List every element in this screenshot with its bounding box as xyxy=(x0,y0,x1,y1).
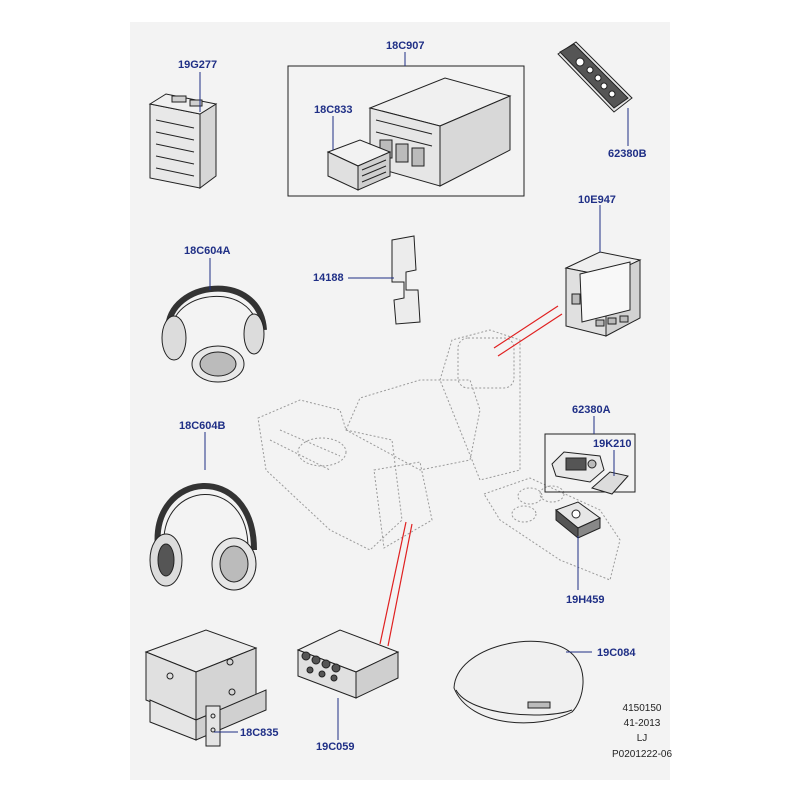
seat-ghost-outline xyxy=(257,329,521,551)
mounting-frame xyxy=(144,629,267,747)
headphones-b xyxy=(149,483,257,591)
part-label-18c604a: 18C604A xyxy=(184,245,231,257)
part-label-19g277: 19G277 xyxy=(178,59,218,71)
dvd-magazine xyxy=(326,139,392,191)
part-label-19c084: 19C084 xyxy=(597,647,636,659)
part-label-62380b: 62380B xyxy=(608,148,647,160)
console-control-unit xyxy=(555,501,601,540)
connector-module xyxy=(296,629,400,699)
rear-controls-group-box xyxy=(544,433,636,493)
headphones-a xyxy=(161,285,267,383)
rear-control-panel xyxy=(551,451,605,483)
control-panel-cover xyxy=(590,471,629,495)
part-label-14188: 14188 xyxy=(313,272,344,284)
part-label-18c907: 18C907 xyxy=(386,40,425,52)
diagram-ref-model: LJ xyxy=(636,733,648,744)
amplifier-module xyxy=(148,93,218,189)
diagram-ref-code: P0201222-06 xyxy=(611,749,673,760)
callout-lines xyxy=(379,305,563,647)
part-label-19k210: 19K210 xyxy=(593,438,632,450)
rear-console-ghost xyxy=(483,477,621,581)
part-label-62380a: 62380A xyxy=(572,404,611,416)
mounting-bracket xyxy=(391,235,421,325)
dvd-changer-group-box xyxy=(287,65,525,197)
leader-lines xyxy=(199,52,629,740)
rear-seat-screen xyxy=(564,251,642,337)
part-label-19h459: 19H459 xyxy=(566,594,605,606)
part-label-18c604b: 18C604B xyxy=(179,420,226,432)
part-label-18c835: 18C835 xyxy=(240,727,279,739)
remote-control xyxy=(557,41,633,113)
part-label-10e947: 10E947 xyxy=(578,194,616,206)
headphone-case xyxy=(453,640,584,724)
diagram-ref-number: 4150150 xyxy=(622,703,662,714)
diagram-ref-date: 41-2013 xyxy=(623,718,661,729)
part-label-18c833: 18C833 xyxy=(314,104,353,116)
part-label-19c059: 19C059 xyxy=(316,741,355,753)
